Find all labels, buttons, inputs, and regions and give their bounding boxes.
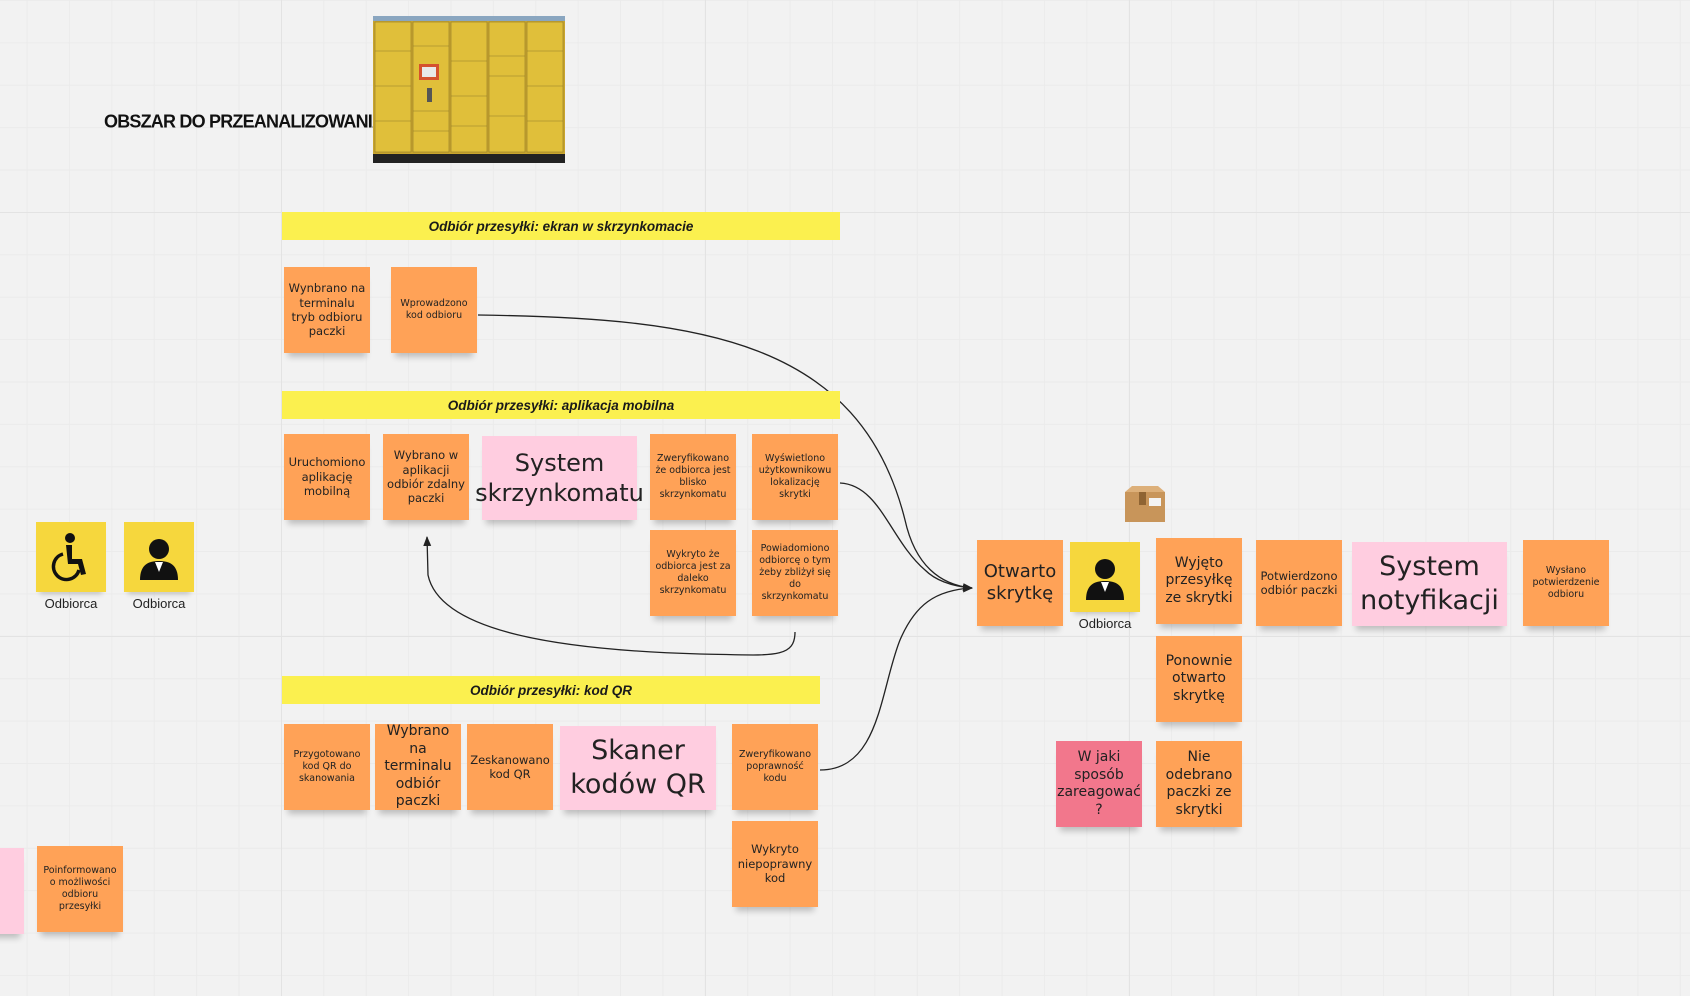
parcel-locker-image xyxy=(373,16,565,163)
note-locker-opened[interactable]: Otwarto skrytkę xyxy=(977,540,1063,626)
note-locker-system[interactable]: System skrzynkomatu xyxy=(475,436,644,520)
board-title: OBSZAR DO PRZEANALIZOWANIA xyxy=(104,110,385,132)
person-label-left2: Odbiorca xyxy=(132,596,186,611)
note-too-far[interactable]: Wykryto że odbiorca jest za daleko skrzy… xyxy=(650,530,736,616)
note-parcel-taken[interactable]: Wyjęto przesyłkę ze skrytki xyxy=(1156,538,1242,624)
person-label-main: Odbiorca xyxy=(1078,616,1132,631)
person-label-left1: Odbiorca xyxy=(44,596,98,611)
note-pickup-confirmed[interactable]: Potwierdzono odbiór paczki xyxy=(1256,540,1342,626)
person-icon xyxy=(1086,559,1124,600)
banner-mobile: Odbiór przesyłki: aplikacja mobilna xyxy=(282,391,840,419)
note-qr-scanner-system[interactable]: Skaner kodów QR xyxy=(560,726,716,810)
connector-location-to-open xyxy=(839,482,973,589)
banner-qr: Odbiór przesyłki: kod QR xyxy=(282,676,820,704)
note-pickup-informed[interactable]: Poinformowano o możliwości odbioru przes… xyxy=(37,846,123,932)
note-notification-system[interactable]: System notyfikacji xyxy=(1352,542,1507,626)
note-pink-edge[interactable] xyxy=(0,848,24,934)
note-remote-pickup[interactable]: Wybrano w aplikacji odbiór zdalny paczki xyxy=(383,434,469,520)
note-code-verified[interactable]: Zweryfikowano poprawność kodu xyxy=(732,724,818,810)
note-reopened[interactable]: Ponownie otwarto skrytkę xyxy=(1156,636,1242,722)
person-icon-tile-left xyxy=(124,522,194,592)
note-verified-near[interactable]: Zweryfikowano że odbiorca jest blisko sk… xyxy=(650,434,736,520)
note-code-entered[interactable]: Wprowadzono kod odbioru xyxy=(391,267,477,353)
note-confirmation-sent[interactable]: Wysłano potwierdzenie odbioru xyxy=(1523,540,1609,626)
connector-qr-to-open xyxy=(819,584,973,771)
note-terminal-pickup[interactable]: Wybrano na terminalu odbiór paczki xyxy=(375,723,461,810)
note-qr-prepared[interactable]: Przygotowano kod QR do skanowania xyxy=(284,724,370,810)
note-qr-scanned[interactable]: Zeskanowano kod QR xyxy=(467,724,553,810)
note-app-launched[interactable]: Uruchomiono aplikację mobilną xyxy=(284,434,370,520)
note-notify-approach[interactable]: Powiadomiono odbiorcę o tym żeby zbliżył… xyxy=(752,530,838,616)
note-terminal-mode[interactable]: Wynbrano na terminalu tryb odbioru paczk… xyxy=(284,267,370,353)
wheelchair-icon-tile xyxy=(36,522,106,592)
connector-notify-to-mobile xyxy=(423,536,796,656)
connector-code-to-open xyxy=(477,314,973,592)
note-not-collected[interactable]: Nie odebrano paczki ze skrytki xyxy=(1156,741,1242,827)
note-invalid-code[interactable]: Wykryto niepoprawny kod xyxy=(732,821,818,907)
package-icon xyxy=(1122,484,1168,524)
banner-screen: Odbiór przesyłki: ekran w skrzynkomacie xyxy=(282,212,840,240)
person-icon xyxy=(140,539,178,580)
person-icon-tile xyxy=(1070,542,1140,612)
wheelchair-icon xyxy=(51,533,86,582)
note-question[interactable]: W jaki sposób zareagować ? xyxy=(1056,741,1142,827)
note-show-location[interactable]: Wyświetlono użytkownikowu lokalizację sk… xyxy=(752,434,838,520)
